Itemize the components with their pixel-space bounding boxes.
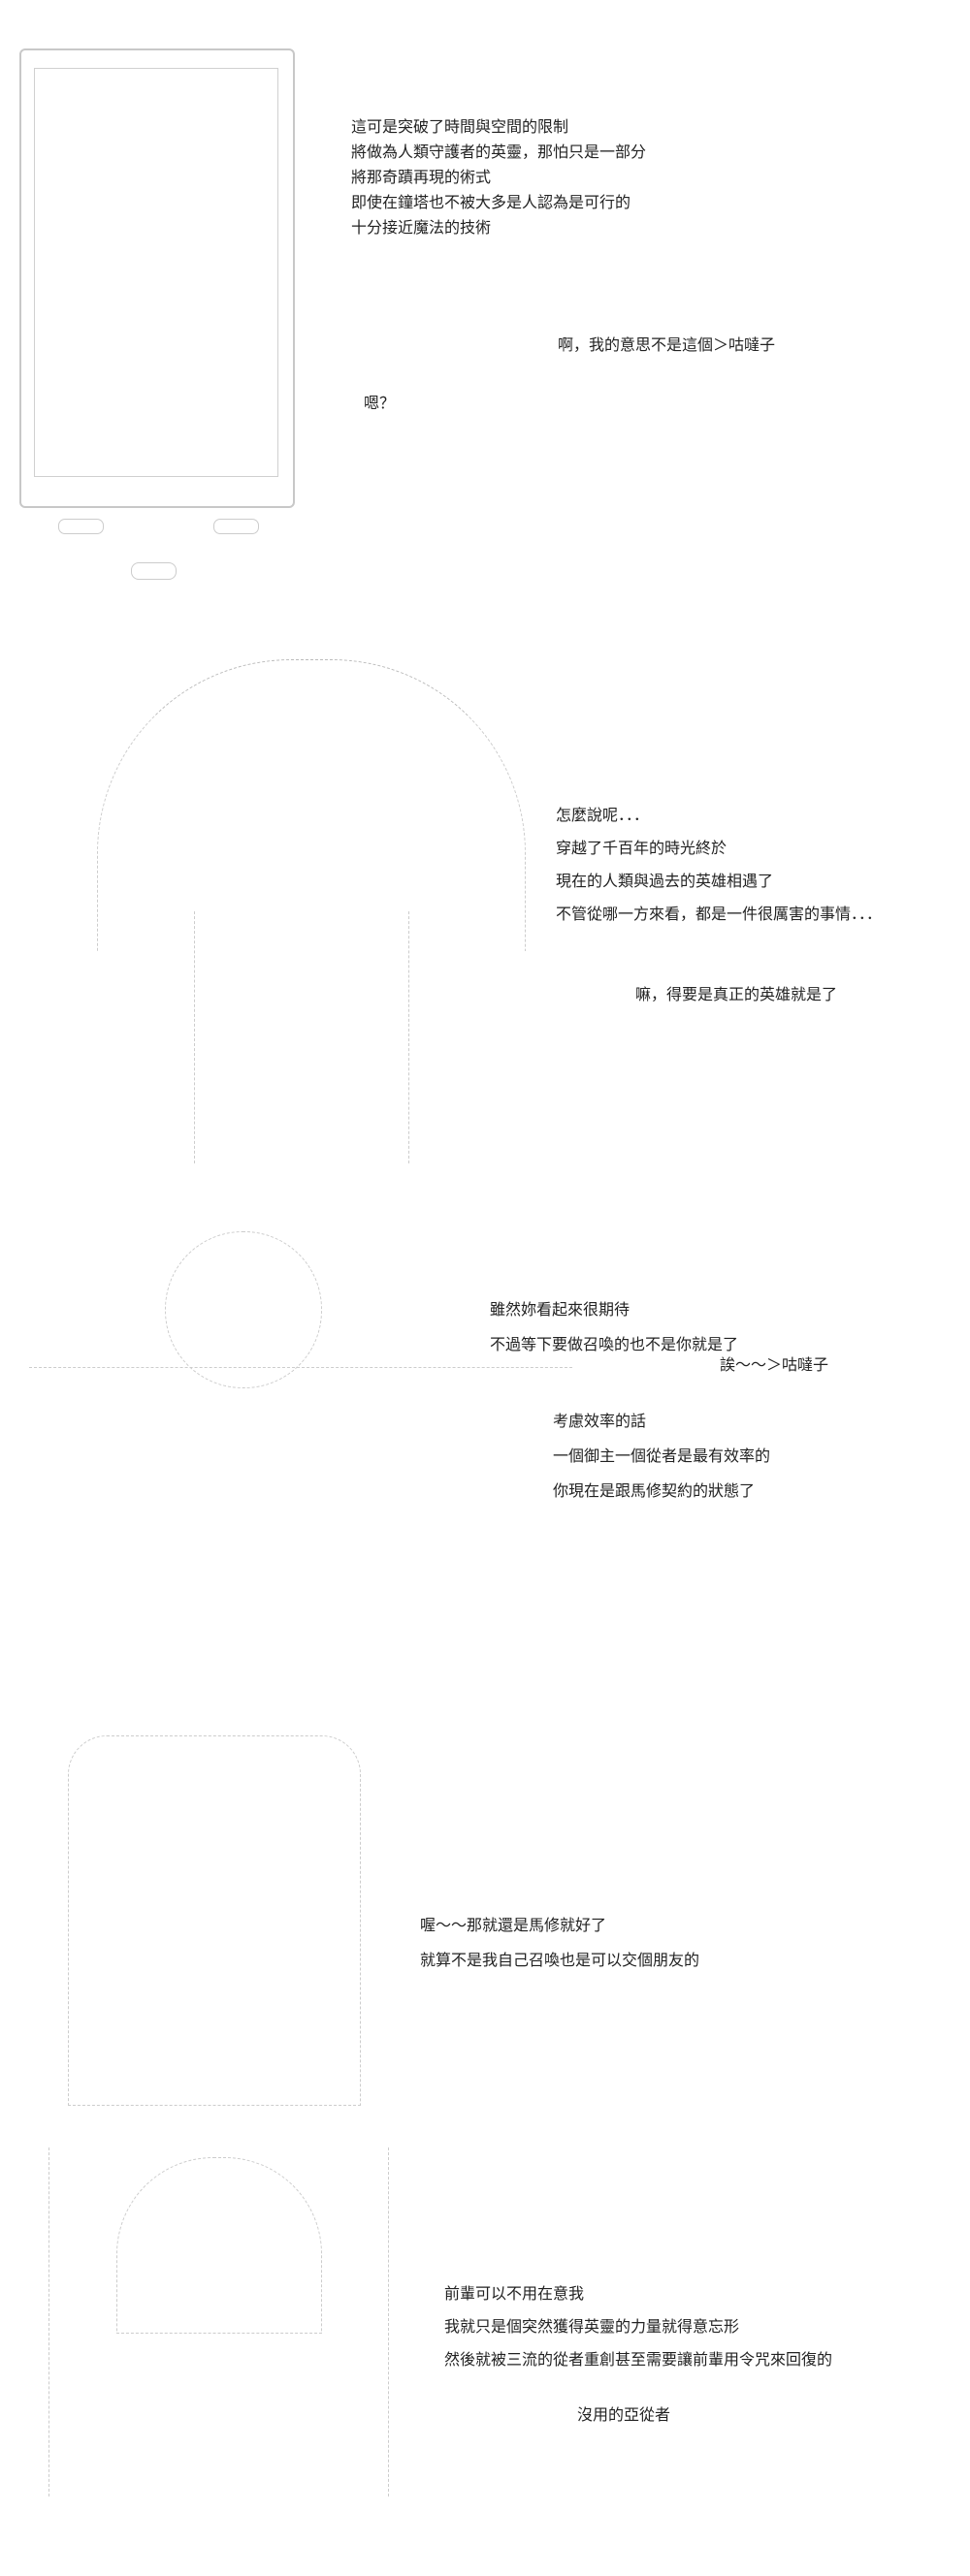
panel-5: 前輩可以不用在意我 我就只是個突然獲得英靈的力量就得意忘形 然後就被三流的從者重…	[0, 2147, 970, 2574]
ascii-art-character	[29, 1716, 398, 2133]
dialogue-line: 穿越了千百年的時光終於	[556, 839, 728, 857]
narration-block-4: 喔～～那就還是馬修就好了 就算不是我自己召喚也是可以交個朋友的	[420, 1915, 699, 1971]
dialogue-line: 然後就被三流的從者重創甚至需要讓前輩用令咒來回復的	[444, 2350, 833, 2369]
panel-4: 喔～～那就還是馬修就好了 就算不是我自己召喚也是可以交個朋友的	[0, 1716, 970, 2143]
ascii-art-character	[58, 620, 563, 1173]
panel-3: 雖然妳看起來很期待 不過等下要做召喚的也不是你就是了 誒～～＞咕噠子 考慮效率的…	[0, 1202, 970, 1706]
ascii-art-phone	[19, 19, 301, 591]
narration-block-5: 前輩可以不用在意我 我就只是個突然獲得英靈的力量就得意忘形 然後就被三流的從者重…	[444, 2283, 832, 2370]
aside-line: 沒用的亞從者	[577, 2405, 671, 2424]
narration-block-3: 雖然妳看起來很期待 不過等下要做召喚的也不是你就是了	[490, 1299, 738, 1355]
dialogue-line: 這可是突破了時間與空間的限制	[351, 117, 569, 136]
ascii-art-character	[0, 2147, 436, 2574]
narration-block-3b: 考慮效率的話 一個御主一個從者是最有效率的 你現在是跟馬修契約的狀態了	[553, 1411, 770, 1502]
aside-line: 嗯？	[364, 394, 396, 412]
dialogue-line: 將做為人類守護者的英靈，那怕只是一部分	[351, 143, 647, 161]
panel-2: 怎麼說呢．．． 穿越了千百年的時光終於 現在的人類與過去的英雄相遇了 不管從哪一…	[0, 611, 970, 1193]
dialogue-line: 雖然妳看起來很期待	[490, 1300, 630, 1319]
ascii-art-character	[10, 1222, 582, 1687]
dialogue-line: 將那奇蹟再現的術式	[351, 168, 492, 186]
dialogue-line: 不管從哪一方來看，都是一件很厲害的事情．．．	[556, 905, 883, 923]
dialogue-line: 考慮效率的話	[553, 1412, 647, 1430]
aside-line: 啊，我的意思不是這個＞咕噠子	[558, 335, 776, 354]
narration-block-2: 怎麼說呢．．． 穿越了千百年的時光終於 現在的人類與過去的英雄相遇了 不管從哪一…	[556, 805, 882, 925]
dialogue-line: 現在的人類與過去的英雄相遇了	[556, 872, 774, 890]
dialogue-line: 十分接近魔法的技術	[351, 218, 492, 237]
dialogue-line: 一個御主一個從者是最有效率的	[553, 1447, 771, 1465]
dialogue-line: 即使在鐘塔也不被大多是人認為是可行的	[351, 193, 631, 211]
dialogue-line: 我就只是個突然獲得英靈的力量就得意忘形	[444, 2317, 740, 2336]
aside-line: 誒～～＞咕噠子	[720, 1355, 829, 1374]
dialogue-line: 喔～～那就還是馬修就好了	[420, 1916, 607, 1934]
dialogue-line: 前輩可以不用在意我	[444, 2284, 585, 2303]
dialogue-line: 怎麼說呢．．．	[556, 806, 650, 824]
aside-line: 嘛，得要是真正的英雄就是了	[635, 985, 838, 1003]
dialogue-line: 不過等下要做召喚的也不是你就是了	[490, 1335, 739, 1353]
dialogue-line: 就算不是我自己召喚也是可以交個朋友的	[420, 1951, 700, 1969]
narration-block-1: 這可是突破了時間與空間的限制 將做為人類守護者的英靈，那怕只是一部分 將那奇蹟再…	[351, 116, 646, 239]
dialogue-line: 你現在是跟馬修契約的狀態了	[553, 1481, 756, 1500]
panel-1: 這可是突破了時間與空間的限制 將做為人類守護者的英靈，那怕只是一部分 將那奇蹟再…	[0, 0, 970, 601]
